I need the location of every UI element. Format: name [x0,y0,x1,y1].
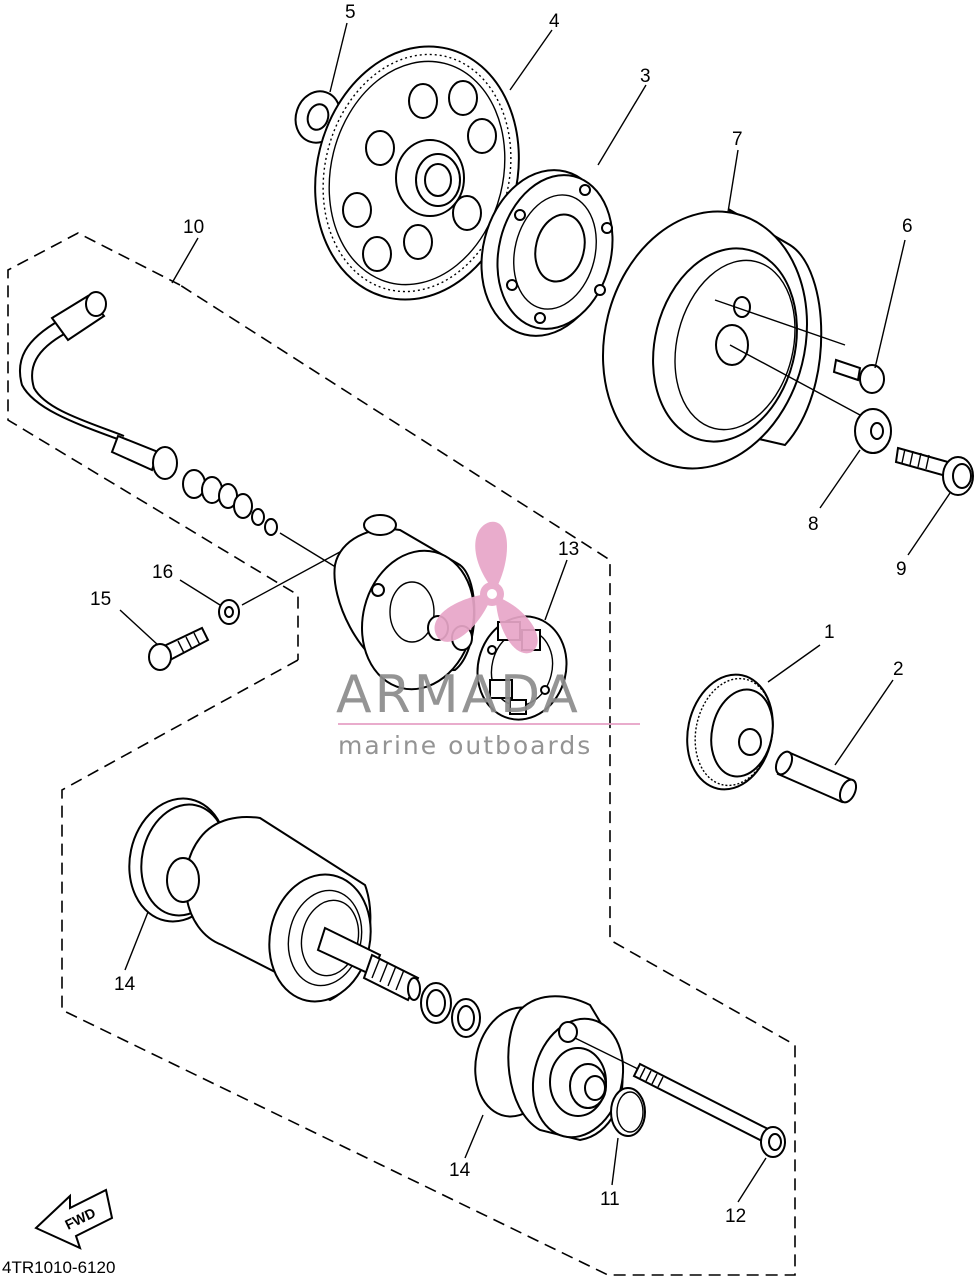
callout-3: 3 [640,66,651,87]
watermark-brand: ARMADA [336,665,581,725]
part-code: 4TR1010-6120 [2,1258,115,1277]
callout-7: 7 [732,129,743,150]
washer-8 [854,408,892,454]
callout-15: 15 [90,589,111,610]
clutch-3 [480,169,614,337]
bolt-6 [832,358,885,394]
callout-6: 6 [902,216,913,237]
shaft-2 [774,750,858,804]
callout-2: 2 [893,659,904,680]
rotor-7 [602,208,861,470]
front-cover [507,995,641,1142]
assembly-outline-10 [7,232,796,1276]
callout-1: 1 [824,622,835,643]
watermark-tagline: marine outboards [338,731,592,760]
shaft-washers [420,982,481,1038]
callout-14-front: 14 [114,974,136,995]
idler-gear-1 [686,673,774,791]
o-ring-11 [610,1087,646,1137]
callout-9: 9 [896,559,907,580]
callout-16: 16 [152,562,173,583]
callout-12: 12 [725,1206,746,1227]
motor-yoke [166,816,421,1003]
propeller-logo-icon [434,521,538,654]
lead-wire [18,291,178,480]
terminal-washers [182,469,366,586]
through-bolt-12 [632,1062,786,1158]
callout-5: 5 [345,2,356,23]
callout-10: 10 [183,217,204,238]
bolt-9 [894,446,974,496]
callout-numbers: 1 2 3 4 5 6 7 8 9 10 11 12 13 14 14 15 1… [90,2,913,1227]
bolt-15 [148,626,210,671]
callout-14-rear: 14 [449,1160,471,1181]
starter-gear-4 [314,45,520,301]
forward-direction-arrow: FWD [34,1188,114,1250]
brush-holder-13 [476,615,568,721]
callout-11: 11 [600,1189,620,1210]
callout-4: 4 [549,11,560,32]
callout-8: 8 [808,514,819,535]
callout-13: 13 [558,539,579,560]
leader-lines [119,22,951,1203]
watermark: ARMADA marine outboards [336,521,640,760]
